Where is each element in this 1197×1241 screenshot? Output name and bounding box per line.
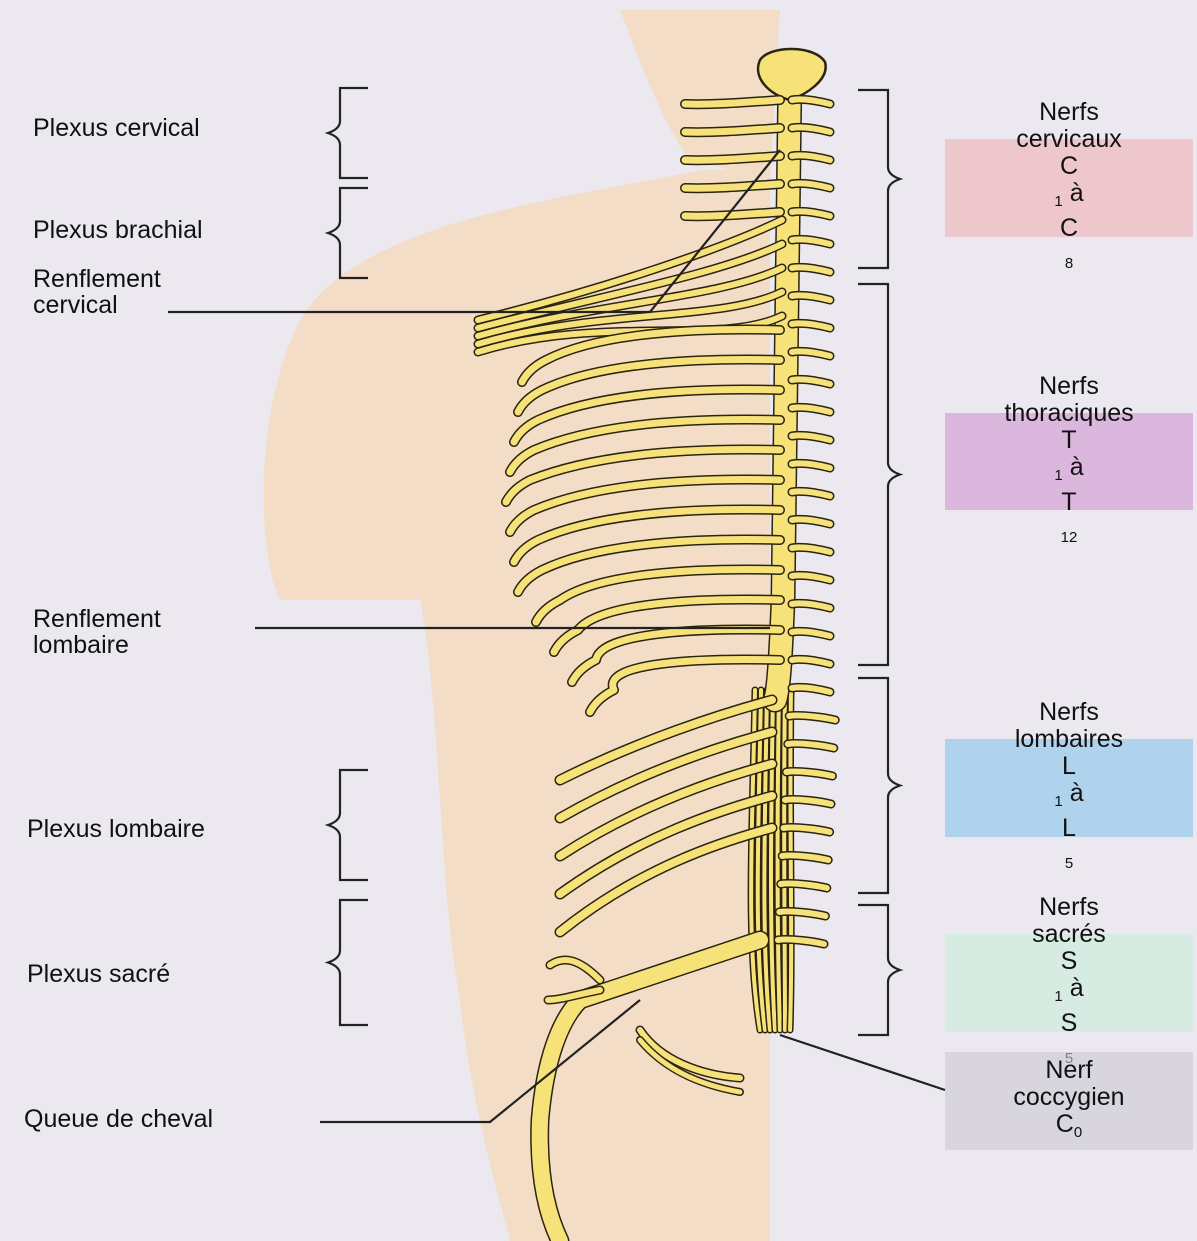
bracket-nerfs-thoraciques — [858, 284, 900, 665]
label-plexus-lombaire: Plexus lombaire — [27, 816, 205, 842]
range-sacres-joiner: à — [1070, 974, 1084, 1002]
box-cervicaux-line1: Nerfs — [1039, 99, 1099, 126]
range-lombaires-from-sub: 1 — [1054, 793, 1062, 810]
range-thoraciques-to-sub: 12 — [1061, 529, 1078, 546]
leader-nerf-coccygien — [780, 1035, 945, 1090]
box-nerfs-lombaires: Nerfs lombaires L1 à L5 — [945, 739, 1193, 837]
box-nerf-coccygien: Nerf coccygien C0 — [945, 1052, 1193, 1150]
range-lombaires-to-sub: 5 — [1065, 855, 1073, 872]
coccygien-sub: 0 — [1074, 1124, 1082, 1141]
box-sacres-line1: Nerfs — [1039, 894, 1099, 921]
label-renflement-lombaire-line1: Renflement — [33, 606, 161, 632]
label-renflement-lombaire: Renflement lombaire — [33, 606, 161, 658]
range-lombaires-from-letter: L — [1054, 753, 1083, 780]
range-cervicaux: C 1 à C 8 — [1054, 153, 1083, 277]
label-queue-de-cheval: Queue de cheval — [24, 1106, 213, 1132]
range-thoraciques: T 1 à T 12 — [1054, 427, 1083, 551]
label-plexus-sacre: Plexus sacré — [27, 961, 170, 987]
bracket-nerfs-sacres — [858, 905, 900, 1035]
range-thoraciques-joiner: à — [1070, 453, 1084, 481]
range-sacres-to-letter: S — [1054, 1010, 1083, 1037]
bracket-plexus-sacre — [328, 900, 368, 1025]
label-renflement-lombaire-line2: lombaire — [33, 632, 161, 658]
range-thoraciques-to-letter: T — [1054, 489, 1083, 516]
range-cervicaux-from-letter: C — [1054, 153, 1083, 180]
range-sacres-from-sub: 1 — [1054, 988, 1062, 1005]
bracket-nerfs-lombaires — [858, 678, 900, 893]
range-lombaires: L 1 à L 5 — [1054, 753, 1083, 877]
label-plexus-brachial: Plexus brachial — [33, 217, 203, 243]
box-cervicaux-line2: cervicaux — [1016, 126, 1122, 153]
bracket-plexus-cervical — [328, 88, 368, 178]
coccygien-line2: coccygien — [1013, 1084, 1124, 1111]
box-nerfs-sacres: Nerfs sacrés S1 à S5 — [945, 934, 1193, 1032]
label-renflement-cervical-line1: Renflement — [33, 266, 161, 292]
range-cervicaux-joiner: à — [1070, 179, 1084, 207]
coccygien-line1: Nerf — [1045, 1057, 1092, 1084]
range-lombaires-joiner: à — [1070, 779, 1084, 807]
coccygien-symbol: C0 — [1056, 1111, 1082, 1146]
label-plexus-cervical: Plexus cervical — [33, 115, 200, 141]
bracket-plexus-lombaire — [328, 770, 368, 880]
range-cervicaux-to-letter: C — [1054, 215, 1083, 242]
box-sacres-line2: sacrés — [1032, 921, 1106, 948]
range-thoraciques-from-letter: T — [1054, 427, 1083, 454]
box-thoraciques-line1: Nerfs — [1039, 373, 1099, 400]
box-lombaires-line2: lombaires — [1015, 726, 1123, 753]
range-sacres-from-letter: S — [1054, 948, 1083, 975]
range-cervicaux-from-sub: 1 — [1054, 193, 1062, 210]
label-renflement-cervical-line2: cervical — [33, 292, 161, 318]
label-renflement-cervical: Renflement cervical — [33, 266, 161, 318]
range-lombaires-to-letter: L — [1054, 815, 1083, 842]
coccygien-letter: C — [1056, 1110, 1074, 1138]
bracket-nerfs-cervicaux — [858, 90, 900, 268]
range-cervicaux-to-sub: 8 — [1065, 255, 1073, 272]
box-thoraciques-line2: thoraciques — [1004, 400, 1133, 427]
box-lombaires-line1: Nerfs — [1039, 699, 1099, 726]
range-thoraciques-from-sub: 1 — [1054, 467, 1062, 484]
